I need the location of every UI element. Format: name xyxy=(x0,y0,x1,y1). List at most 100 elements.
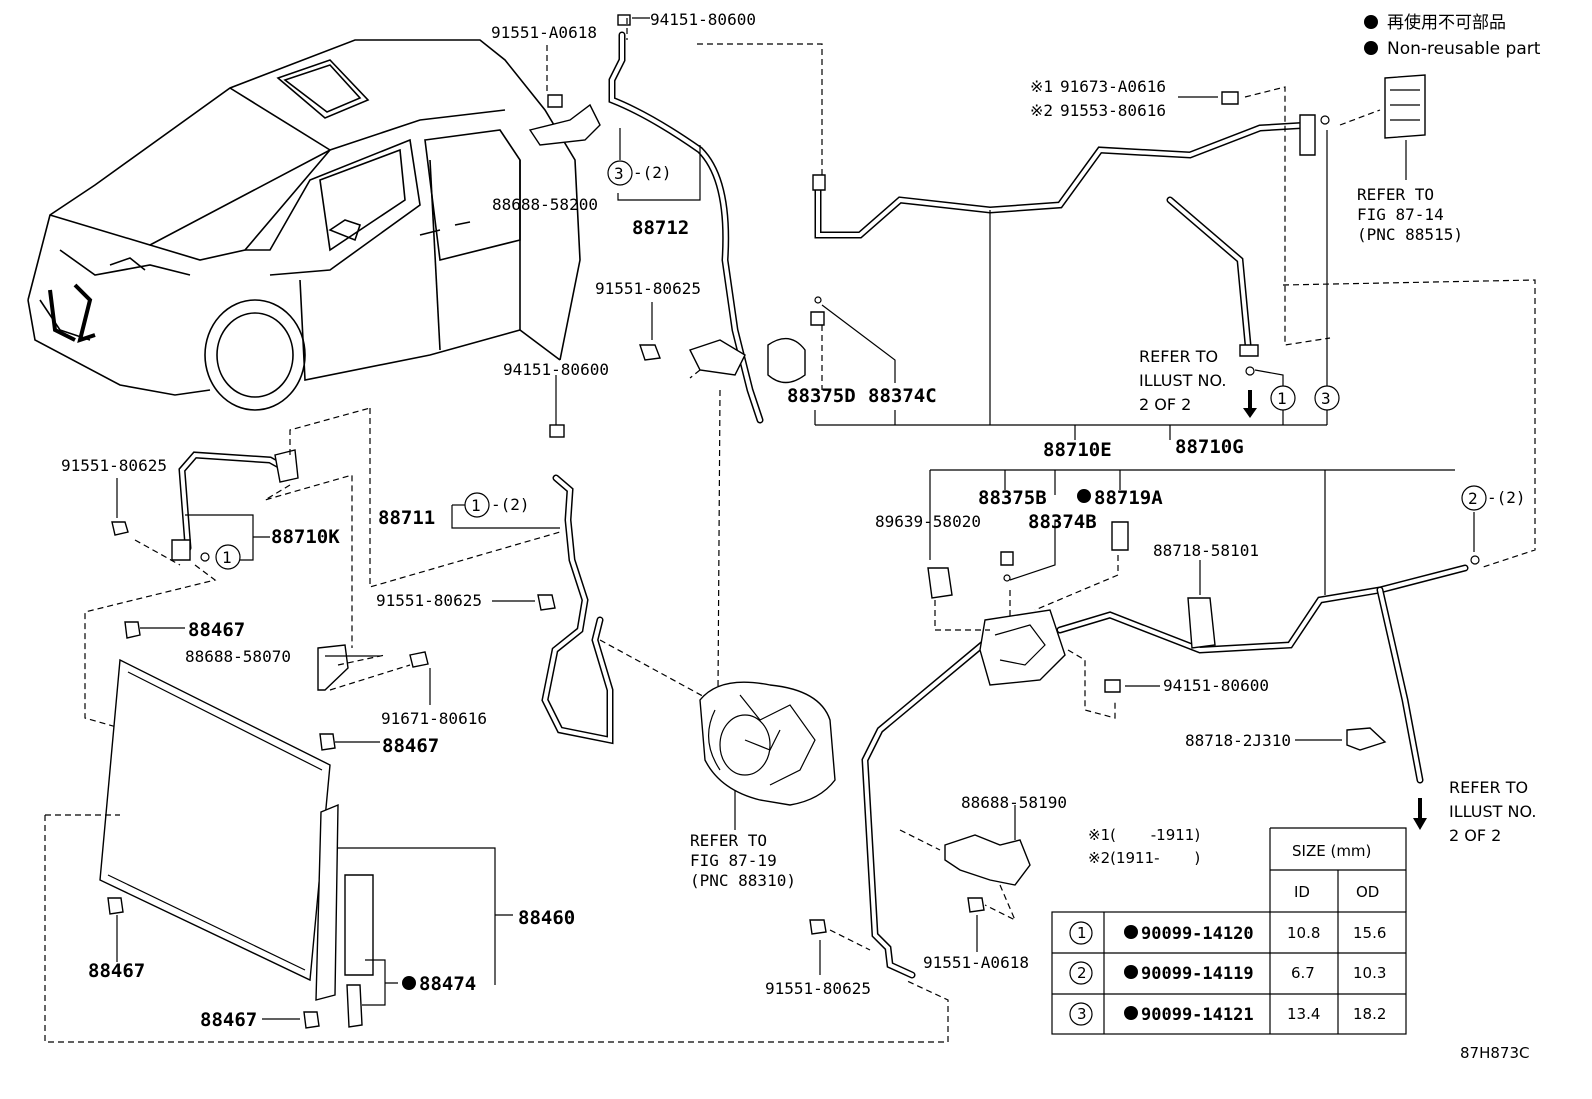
part-91553-80616: 91553-80616 xyxy=(1060,101,1166,120)
hose-88712-group: 3 -(2) xyxy=(528,14,823,691)
non-reusable-bullet-icon xyxy=(402,976,416,990)
row-id: 13.4 xyxy=(1287,1005,1320,1023)
row-key: 2 xyxy=(1077,964,1087,982)
qty-1: -(2) xyxy=(491,495,530,514)
part-94151-80600-r: 94151-80600 xyxy=(1163,676,1269,695)
part-88374B: 88374B xyxy=(1028,511,1097,533)
ref4-line2: ILLUST NO. xyxy=(1449,802,1536,821)
non-reusable-bullet-icon xyxy=(1124,965,1138,979)
ref1-line1: REFER TO xyxy=(1357,185,1434,204)
non-reusable-bullet-icon xyxy=(1364,41,1378,55)
svg-text:3: 3 xyxy=(614,164,624,183)
ref3-line2: FIG 87-19 xyxy=(690,851,777,870)
part-91551-A0618-top: 91551-A0618 xyxy=(491,23,597,42)
part-91551-80625-r: 91551-80625 xyxy=(765,979,871,998)
expansion-valve xyxy=(1384,74,1426,180)
condenser xyxy=(44,621,949,1043)
non-reusable-bullet-icon xyxy=(1077,489,1091,503)
ref3-line1: REFER TO xyxy=(690,831,767,850)
part-91551-A0618-b: 91551-A0618 xyxy=(923,953,1029,972)
size-header: SIZE (mm) xyxy=(1292,842,1371,860)
callout-1-icon xyxy=(1069,921,1093,945)
version-note-1: ※1( -1911) xyxy=(1088,826,1200,844)
part-91551-80625-b: 91551-80625 xyxy=(376,591,482,610)
ref4-line1: REFER TO xyxy=(1449,778,1528,797)
callout-1-icon xyxy=(215,544,241,570)
non-reusable-bullet-icon xyxy=(1124,925,1138,939)
legend: 再使用不可部品 Non-reusable part xyxy=(1364,12,1541,59)
svg-text:1: 1 xyxy=(222,548,232,567)
size-table: SIZE (mm) ID OD 1 90099-14120 10.8 15.6 … xyxy=(1051,827,1407,1035)
svg-text:2: 2 xyxy=(1468,489,1478,508)
part-88718-2J310: 88718-2J310 xyxy=(1185,731,1291,750)
row-part: 90099-14121 xyxy=(1141,1005,1254,1025)
ref3-line3: (PNC 88310) xyxy=(690,871,796,890)
part-88719A: 88719A xyxy=(1094,487,1163,509)
part-89639-58020: 89639-58020 xyxy=(875,512,981,531)
callout-2-icon xyxy=(1069,961,1093,985)
part-88375B: 88375B xyxy=(978,487,1047,509)
part-91551-80625-left: 91551-80625 xyxy=(61,456,167,475)
row-part: 90099-14120 xyxy=(1141,924,1254,944)
compressor xyxy=(699,681,836,830)
hose-88711-group: 1 -(2) xyxy=(369,375,711,745)
col-id: ID xyxy=(1294,883,1310,901)
row-id: 10.8 xyxy=(1287,924,1320,942)
arrow-down-icon xyxy=(1243,390,1257,418)
row-od: 15.6 xyxy=(1353,924,1386,942)
part-91551-80625-mid: 91551-80625 xyxy=(595,279,701,298)
row-od: 18.2 xyxy=(1353,1005,1386,1023)
part-94151-80600-top: 94151-80600 xyxy=(650,10,756,29)
ref4-line3: 2 OF 2 xyxy=(1449,826,1501,845)
row-od: 10.3 xyxy=(1353,964,1386,982)
part-88467-b: 88467 xyxy=(382,735,439,757)
figure-code: 87H873C xyxy=(1460,1044,1529,1062)
ref2-line1: REFER TO xyxy=(1139,347,1218,366)
part-88710E: 88710E xyxy=(1043,439,1112,461)
part-88711: 88711 xyxy=(378,507,435,529)
callout-3-icon xyxy=(607,160,633,186)
callout-2-icon xyxy=(1461,485,1487,511)
part-88712: 88712 xyxy=(632,217,689,239)
part-88688-58190: 88688-58190 xyxy=(961,793,1067,812)
part-91673-A0616: 91673-A0616 xyxy=(1060,77,1166,96)
part-88688-58070: 88688-58070 xyxy=(185,647,291,666)
ref1-line2: FIG 87-14 xyxy=(1357,205,1444,224)
svg-text:3: 3 xyxy=(1321,389,1331,408)
part-91671-80616: 91671-80616 xyxy=(381,709,487,728)
part-88467-a: 88467 xyxy=(188,619,245,641)
row-key: 3 xyxy=(1077,1005,1087,1023)
row-key: 1 xyxy=(1077,924,1087,942)
svg-text:1: 1 xyxy=(1277,389,1287,408)
row-part: 90099-14119 xyxy=(1141,964,1254,984)
ref2-line3: 2 OF 2 xyxy=(1139,395,1191,414)
svg-text:1: 1 xyxy=(471,496,481,515)
row-id: 6.7 xyxy=(1291,964,1315,982)
part-88467-c: 88467 xyxy=(88,960,145,982)
legend-en: Non-reusable part xyxy=(1387,39,1541,59)
non-reusable-bullet-icon xyxy=(1124,1006,1138,1020)
callout-3-icon xyxy=(1069,1002,1093,1026)
qty-2: -(2) xyxy=(1487,488,1526,507)
part-88375D: 88375D xyxy=(787,385,856,407)
vehicle-illustration xyxy=(27,39,581,411)
part-88710G: 88710G xyxy=(1175,436,1244,458)
part-94151-80600-mid: 94151-80600 xyxy=(503,360,609,379)
pipe-88710E-group: 1 3 xyxy=(810,86,1381,440)
part-88460: 88460 xyxy=(518,907,575,929)
version-note-2: ※2(1911- ) xyxy=(1088,849,1200,867)
part-88374C: 88374C xyxy=(868,385,937,407)
pipe-88710K-group: 1 xyxy=(84,407,371,729)
ref1-line3: (PNC 88515) xyxy=(1357,225,1463,244)
col-od: OD xyxy=(1356,883,1379,901)
pipe-88710G-group: 2 -(2) xyxy=(809,279,1536,979)
non-reusable-bullet-icon xyxy=(1364,15,1378,29)
note-2-marker: ※2 xyxy=(1030,101,1053,120)
legend-jp: 再使用不可部品 xyxy=(1387,12,1506,33)
ref2-line2: ILLUST NO. xyxy=(1139,371,1226,390)
part-88718-58101: 88718-58101 xyxy=(1153,541,1259,560)
qty-3: -(2) xyxy=(633,163,672,182)
part-88474: 88474 xyxy=(419,973,476,995)
note-1-marker: ※1 xyxy=(1030,77,1053,96)
